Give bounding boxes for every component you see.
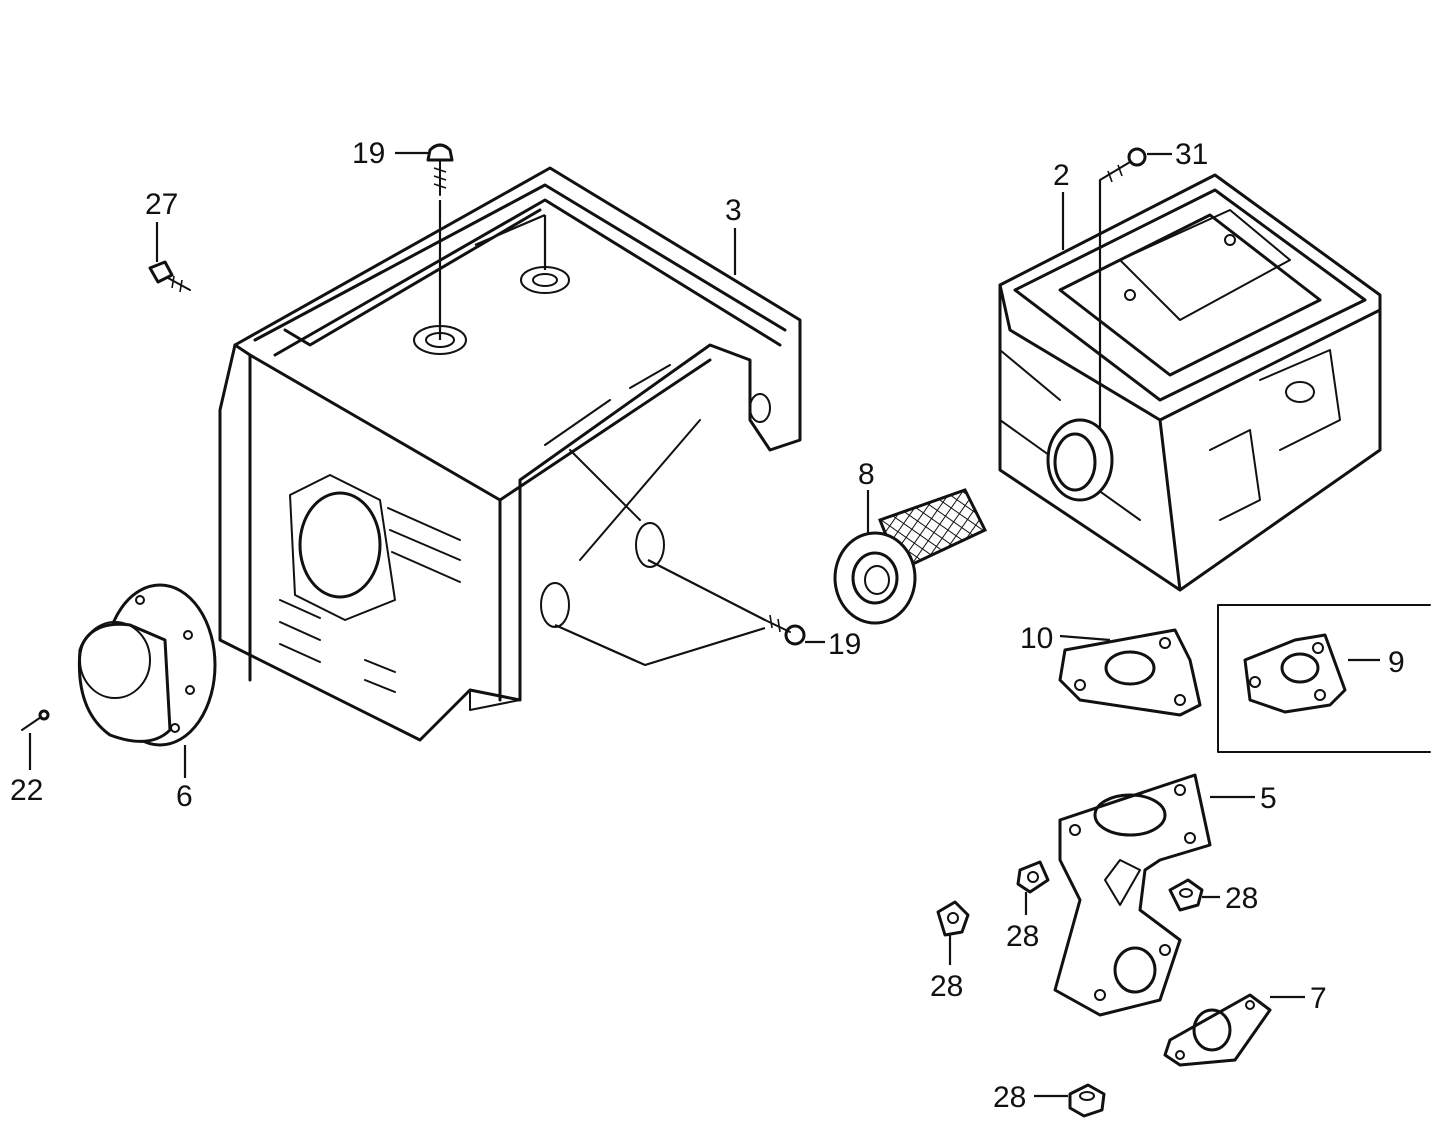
screw-22 — [21, 709, 50, 731]
callout-31: 31 — [1175, 138, 1208, 171]
gasket-10 — [1058, 628, 1202, 717]
callout-28-a: 28 — [1006, 920, 1039, 953]
gasket-7 — [1163, 993, 1272, 1067]
muffler — [998, 173, 1382, 592]
nut-28-d — [1068, 1083, 1106, 1118]
gasket-9-box — [1217, 604, 1431, 753]
muffler-deflector — [77, 583, 217, 747]
callout-6: 6 — [176, 780, 193, 813]
bolt-27 — [148, 260, 191, 293]
gasket-9 — [1243, 633, 1347, 714]
callout-5: 5 — [1260, 782, 1277, 815]
bolt-31 — [1099, 147, 1147, 183]
callout-7: 7 — [1310, 982, 1327, 1015]
leader-lines — [28, 151, 1380, 1098]
spark-arrester — [833, 488, 988, 625]
callout-2: 2 — [1053, 159, 1070, 192]
nut-28-b — [936, 900, 970, 937]
nut-28-a — [1016, 860, 1050, 894]
callout-19-top: 19 — [352, 137, 385, 170]
bolt-19-side — [764, 614, 806, 646]
muffler-protector — [218, 166, 802, 742]
callout-19-side: 19 — [828, 628, 861, 661]
callout-10: 10 — [1020, 622, 1053, 655]
callout-28-d: 28 — [993, 1081, 1026, 1114]
callout-28-c: 28 — [1225, 882, 1258, 915]
callout-3: 3 — [725, 194, 742, 227]
callout-27: 27 — [145, 188, 178, 221]
callout-9: 9 — [1388, 646, 1405, 679]
callout-28-b: 28 — [930, 970, 963, 1003]
bolt-19-top — [426, 143, 454, 196]
exhaust-pipe — [1053, 773, 1212, 1017]
nut-28-c — [1168, 878, 1204, 912]
callout-22: 22 — [10, 774, 43, 807]
callout-8: 8 — [858, 458, 875, 491]
